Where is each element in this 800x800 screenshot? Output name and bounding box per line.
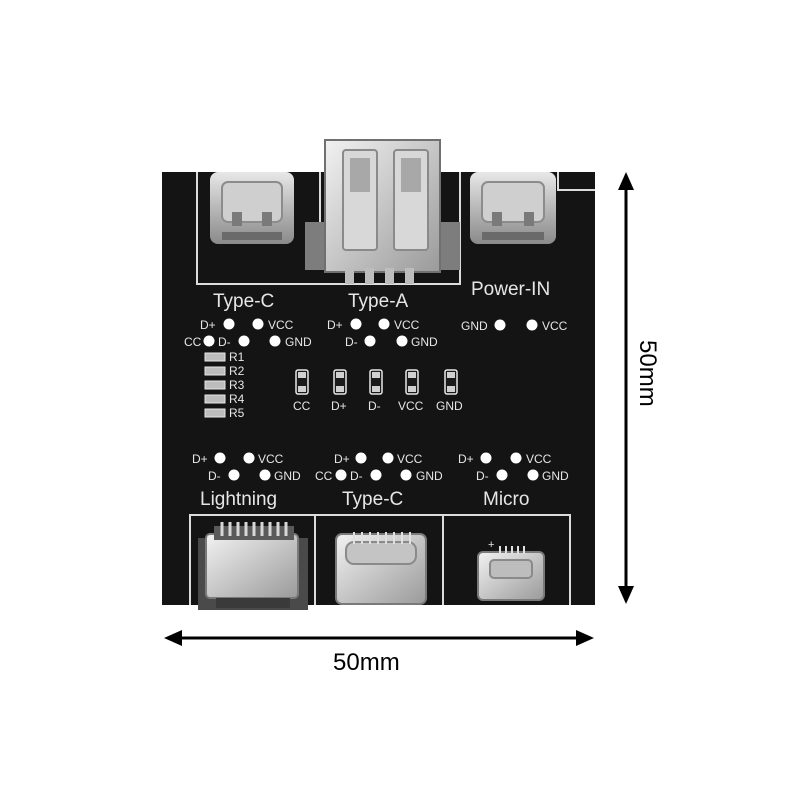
power-in-pads: GND VCC <box>461 319 568 333</box>
pad-dot <box>238 335 250 347</box>
top-type-c-label: Type-C <box>213 291 274 312</box>
power-in-label: Power-IN <box>471 279 550 300</box>
pad-label-d-minus: D- <box>345 335 358 349</box>
pad-dot <box>228 469 240 481</box>
pad-label-d-plus: D+ <box>327 318 343 332</box>
pad-label-d-plus: D+ <box>458 452 474 466</box>
pad-dot <box>214 452 226 464</box>
pad-label-vcc: VCC <box>258 452 284 466</box>
micro-usb-connector: + <box>477 539 545 601</box>
top-type-a-connector <box>305 139 460 284</box>
resistor-label: R3 <box>229 378 245 392</box>
led-label: VCC <box>398 399 424 413</box>
pad-label-d-minus: D- <box>350 469 363 483</box>
resistor-r1 <box>204 352 226 362</box>
lightning-label: Lightning <box>200 489 277 510</box>
resistor-r5 <box>204 408 226 418</box>
bottom-type-c-pads: D+ VCC CC D- GND <box>315 452 443 483</box>
pad-label-vcc: VCC <box>394 318 420 332</box>
width-dimension-label: 50mm <box>333 649 400 676</box>
top-type-a-pads: D+ VCC D- GND <box>327 318 438 349</box>
pad-dot <box>252 318 264 330</box>
pad-dot <box>382 452 394 464</box>
pad-label-cc: CC <box>184 335 202 349</box>
top-type-c-connector <box>210 172 294 244</box>
polarity-plus-icon: + <box>488 539 494 551</box>
pad-label-d-minus: D- <box>208 469 221 483</box>
width-dimension-arrow <box>164 630 594 646</box>
pad-label-gnd: GND <box>274 469 301 483</box>
height-dimension-arrow <box>618 172 634 604</box>
resistor-label: R5 <box>229 406 245 420</box>
pad-label-d-plus: D+ <box>192 452 208 466</box>
pad-label-d-minus: D- <box>218 335 231 349</box>
pad-label-vcc: VCC <box>526 452 552 466</box>
pad-label-gnd: GND <box>411 335 438 349</box>
led-group: CC D+ D- VCC GND <box>293 369 463 413</box>
resistor-label: R2 <box>229 364 245 378</box>
led-label: CC <box>293 399 311 413</box>
pad-dot <box>335 469 347 481</box>
resistor-r3 <box>204 380 226 390</box>
pad-dot <box>396 335 408 347</box>
pad-dot <box>350 318 362 330</box>
led-label: D+ <box>331 399 347 413</box>
bottom-type-c-connector <box>335 532 427 605</box>
pad-label-gnd: GND <box>416 469 443 483</box>
pad-dot <box>400 469 412 481</box>
pad-label-d-minus: D- <box>476 469 489 483</box>
pad-label-gnd: GND <box>542 469 569 483</box>
pad-label-d-plus: D+ <box>200 318 216 332</box>
pad-dot <box>494 319 506 331</box>
top-type-c-pads: D+ VCC CC D- GND <box>184 318 312 349</box>
top-type-a-label: Type-A <box>348 291 409 312</box>
pad-dot <box>526 319 538 331</box>
pad-label-gnd: GND <box>285 335 312 349</box>
height-dimension-label: 50mm <box>634 340 661 407</box>
resistor-label: R1 <box>229 350 245 364</box>
pad-label-cc: CC <box>315 469 333 483</box>
bottom-type-c-label: Type-C <box>342 489 403 510</box>
pad-dot <box>269 335 281 347</box>
pad-label-vcc: VCC <box>268 318 294 332</box>
resistor-r2 <box>204 366 226 376</box>
pad-label-vcc: VCC <box>397 452 423 466</box>
led-label: D- <box>368 399 381 413</box>
resistor-r4 <box>204 394 226 404</box>
lightning-connector <box>198 522 308 610</box>
pad-dot <box>223 318 235 330</box>
pad-dot <box>370 469 382 481</box>
led-label: GND <box>436 399 463 413</box>
pad-dot <box>527 469 539 481</box>
micro-label: Micro <box>483 489 529 510</box>
pad-dot <box>496 469 508 481</box>
power-in-connector <box>470 172 556 244</box>
resistor-label: R4 <box>229 392 245 406</box>
pad-dot <box>480 452 492 464</box>
pad-dot <box>378 318 390 330</box>
pad-dot <box>203 335 215 347</box>
micro-pads: D+ VCC D- GND <box>458 452 569 483</box>
pad-label-vcc: VCC <box>542 319 568 333</box>
resistor-group: R1 R2 R3 R4 R5 <box>204 350 245 420</box>
pad-dot <box>243 452 255 464</box>
lightning-pads: D+ VCC D- GND <box>192 452 301 483</box>
pad-dot <box>259 469 271 481</box>
pad-dot <box>355 452 367 464</box>
pad-label-d-plus: D+ <box>334 452 350 466</box>
pad-dot <box>510 452 522 464</box>
pad-dot <box>364 335 376 347</box>
bottom-silkscreen-frame <box>189 514 571 605</box>
pad-label-gnd: GND <box>461 319 488 333</box>
